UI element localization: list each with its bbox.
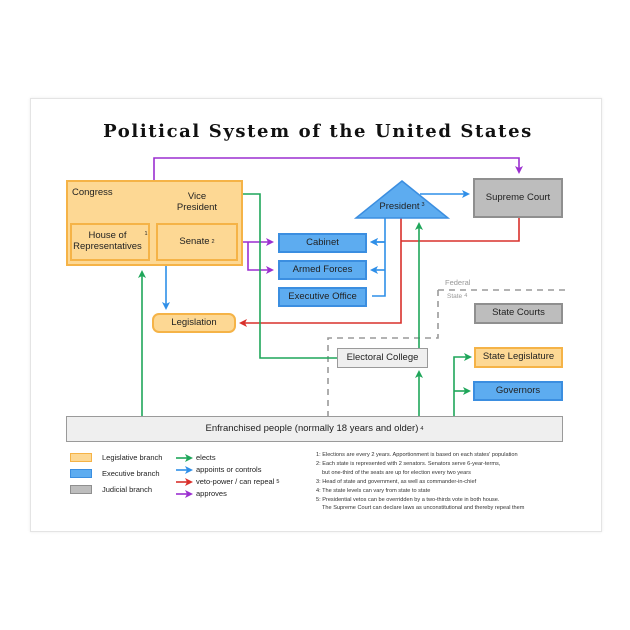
- footnote: 5: Presidential vetos can be overridden …: [316, 497, 500, 503]
- enfranchised-people-box[interactable]: Enfranchised people (normally 18 years a…: [66, 416, 563, 442]
- legend-judicial: Judicial branch: [70, 485, 152, 494]
- legend-appoints: appoints or controls: [196, 465, 262, 474]
- arrow-president-veto-legislation: [239, 218, 402, 327]
- footnote-marker: 1: [144, 231, 148, 238]
- congress-label: Congress: [72, 187, 113, 198]
- supreme-court-box[interactable]: Supreme Court: [473, 178, 563, 218]
- footnote: 3: Head of state and government, as well…: [316, 479, 477, 485]
- state-legislature-box[interactable]: State Legislature: [474, 347, 563, 368]
- footnote: The Supreme Court can declare laws as un…: [322, 505, 525, 511]
- arrow-president-cabinet: [372, 218, 386, 297]
- house-label: House of Representatives: [73, 230, 142, 252]
- footnote-marker: 2: [211, 238, 215, 245]
- enfranchised-label: Enfranchised people (normally 18 years a…: [205, 422, 419, 434]
- armed-forces-box[interactable]: Armed Forces: [278, 260, 367, 280]
- footnote: 2: Each state is represented with 2 sena…: [316, 461, 501, 467]
- arrow-congress-approves-supreme-court: [153, 157, 523, 180]
- federal-label: Federal: [445, 278, 471, 287]
- governors-box[interactable]: Governors: [473, 381, 563, 401]
- electoral-college-box[interactable]: Electoral College: [337, 348, 428, 368]
- legislation-box[interactable]: Legislation: [152, 313, 236, 333]
- house-box[interactable]: House of Representatives1: [70, 223, 150, 261]
- arrow-people-state-legislature: [453, 353, 472, 416]
- legend-label: veto-power / can repeal: [196, 477, 275, 486]
- federal-state-boundary: [327, 289, 565, 416]
- judicial-swatch: [70, 485, 92, 494]
- cabinet-box[interactable]: Cabinet: [278, 233, 367, 253]
- state-label: State: [447, 293, 463, 300]
- president-text: President: [379, 201, 420, 212]
- legend-elects: elects: [196, 453, 216, 462]
- footnote-marker: 4: [420, 425, 424, 432]
- footnote: 4: The state levels can vary from state …: [316, 488, 431, 494]
- arrow-senate-approves-armed-forces: [247, 242, 274, 274]
- executive-office-box[interactable]: Executive Office: [278, 287, 367, 307]
- legend-executive: Executive branch: [70, 469, 160, 478]
- footnote: 1: Elections are every 2 years. Apportio…: [316, 452, 518, 458]
- legend-label: Judicial branch: [102, 485, 153, 494]
- footnote: but one-third of the seats are up for el…: [322, 470, 471, 476]
- line-supreme-court-repeal: [401, 218, 520, 242]
- page-title: Political System of the United States: [103, 121, 533, 142]
- state-courts-box[interactable]: State Courts: [474, 303, 563, 324]
- footnote-marker: 5: [276, 478, 280, 485]
- vice-president-label[interactable]: Vice President: [176, 191, 218, 213]
- footnote-marker: 3: [421, 202, 425, 208]
- footnote-marker: 4: [464, 293, 468, 299]
- legend-label: Executive branch: [102, 469, 160, 478]
- executive-swatch: [70, 469, 92, 478]
- senate-label: Senate: [179, 235, 210, 247]
- legend-approves: approves: [196, 489, 227, 498]
- legislative-swatch: [70, 453, 92, 462]
- legend-legislative: Legislative branch: [70, 453, 162, 462]
- legend-label: Legislative branch: [102, 453, 163, 462]
- president-triangle: [353, 180, 451, 219]
